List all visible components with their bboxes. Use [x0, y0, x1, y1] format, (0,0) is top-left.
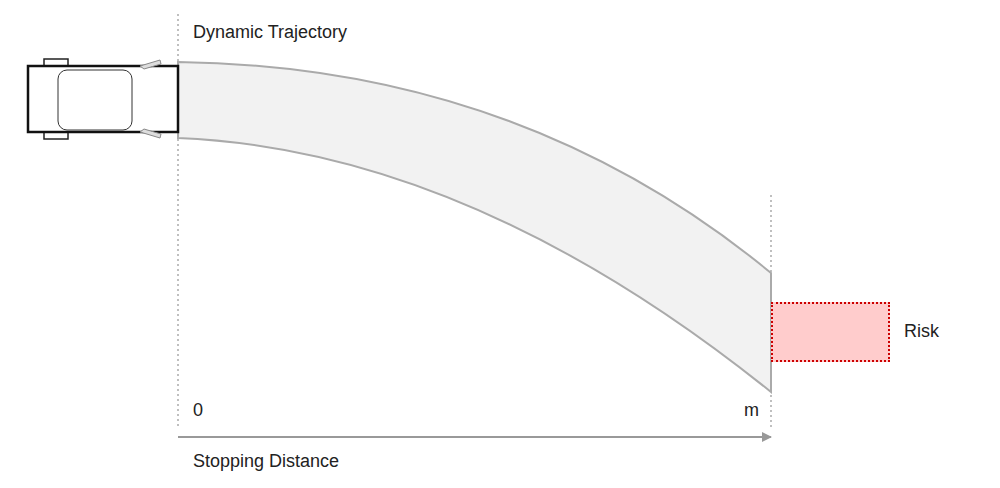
risk-zone: Risk [771, 302, 890, 362]
trajectory-band [178, 62, 771, 392]
trajectory-label: Dynamic Trajectory [193, 22, 347, 44]
axis-title: Stopping Distance [193, 451, 339, 473]
axis-start: 0 [193, 400, 203, 422]
axis-end: m [744, 400, 759, 422]
zone-label: Risk [904, 321, 939, 343]
car-symbol [28, 59, 178, 139]
distance-axis [178, 436, 771, 438]
